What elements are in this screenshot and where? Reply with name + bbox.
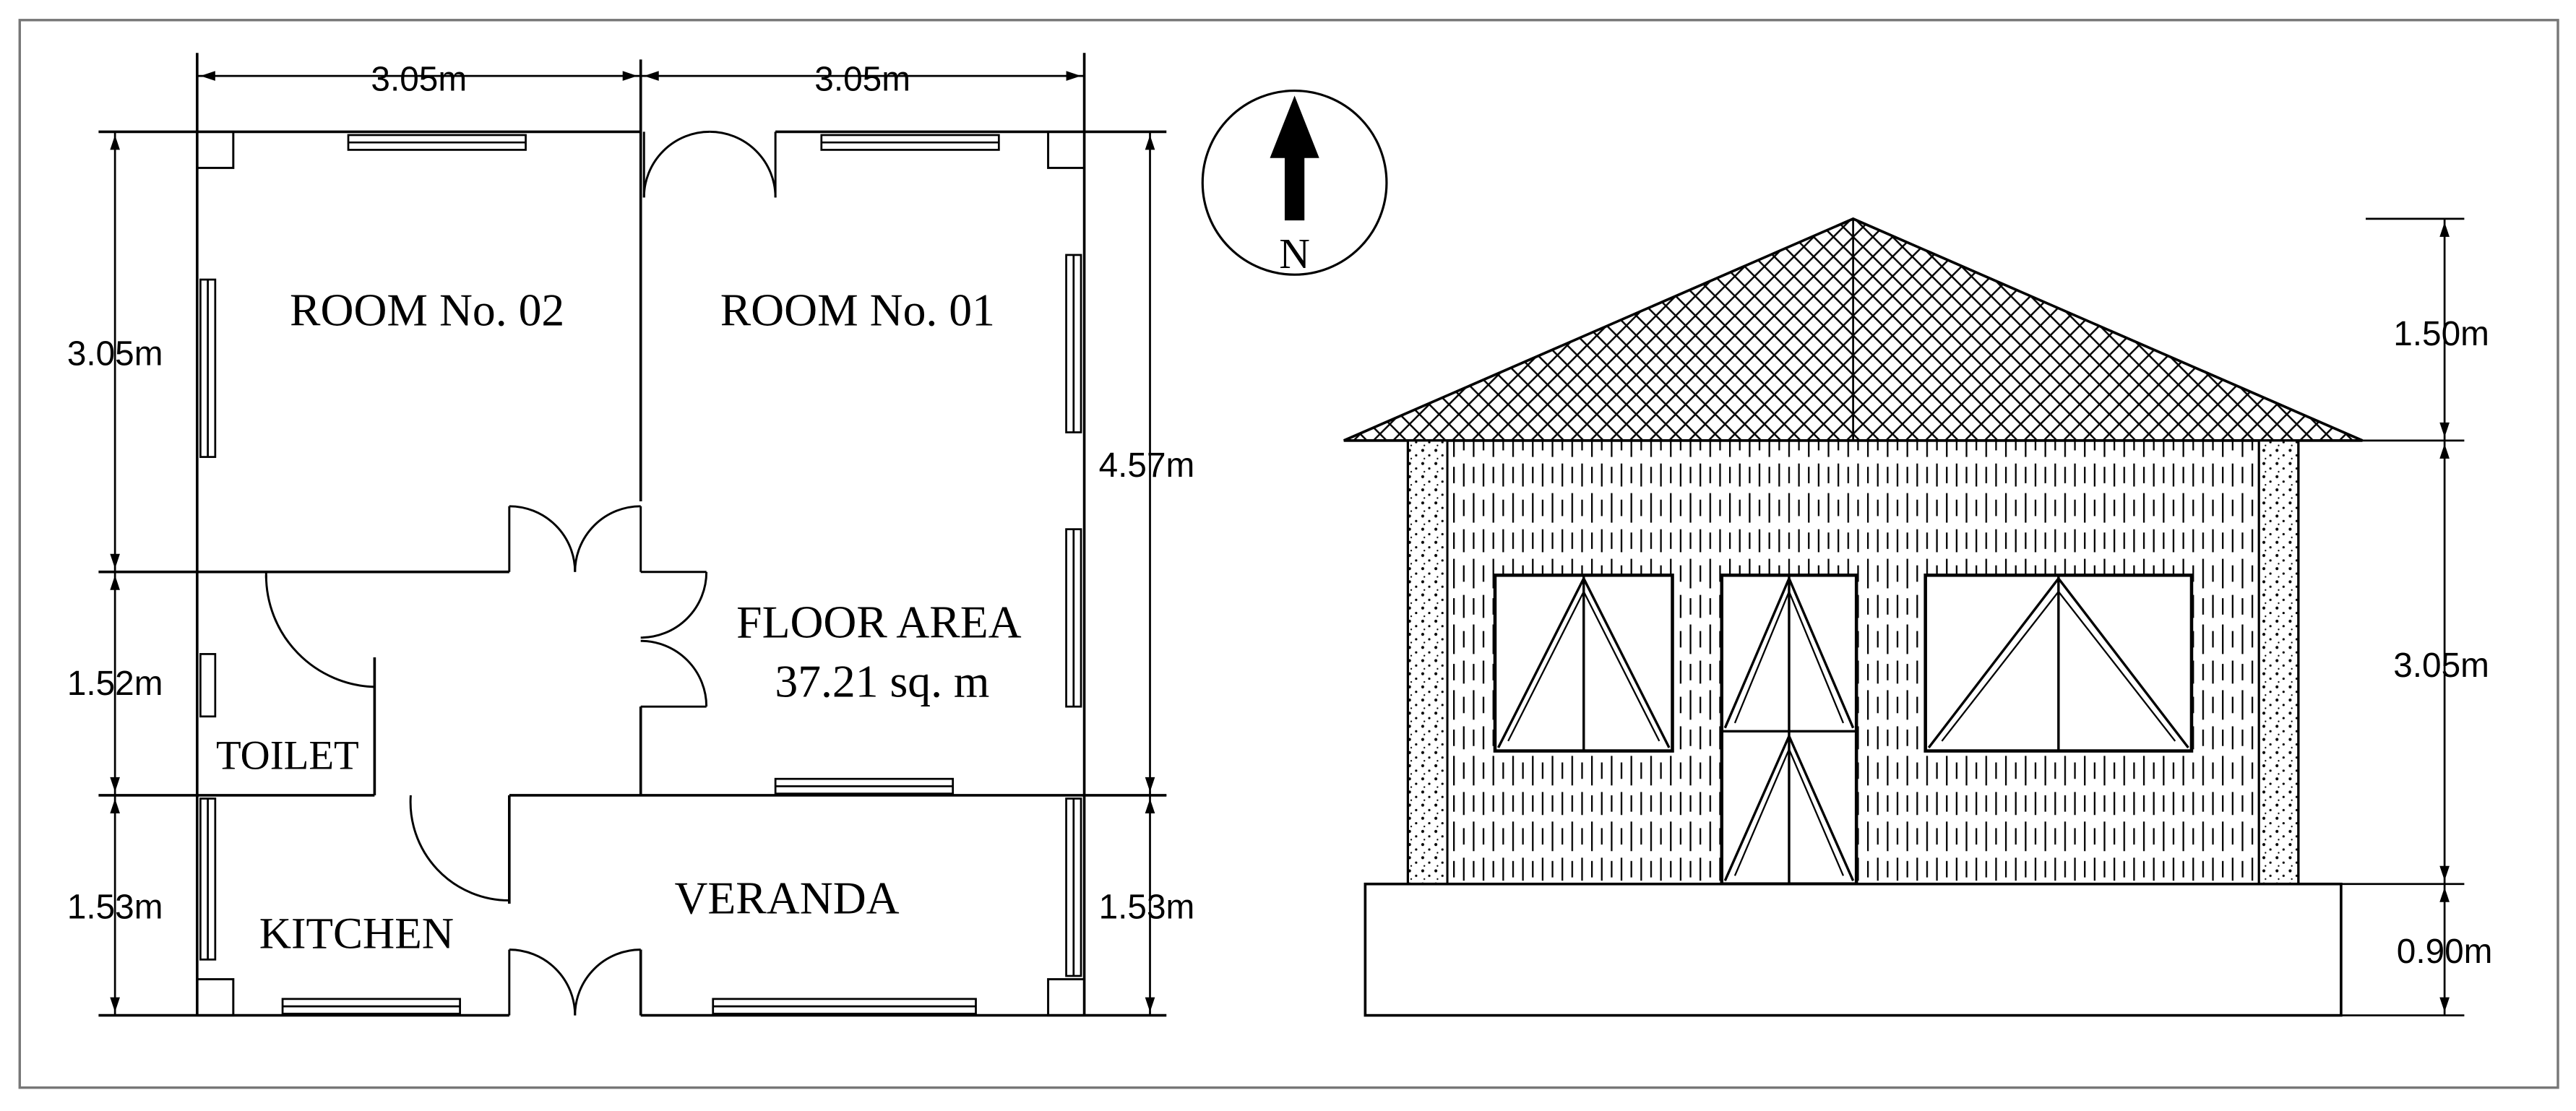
elevation-window-right [1924,574,2194,753]
room-label-room2: ROOM No. 02 [290,285,564,336]
plinth [1364,882,2343,1017]
dim-top-left: 3.05m [371,61,467,99]
dim-plinth-height: 0.90m [2397,933,2493,971]
dim-left-room2: 3.05m [67,334,163,373]
outer-frame [18,19,2559,1089]
floor-area-label: FLOOR AREA [736,597,1021,648]
room-label-room1: ROOM No. 01 [720,285,995,336]
plan-dimension-arrows [110,71,1155,1013]
room-label-veranda: VERANDA [674,873,899,924]
dim-top-right: 3.05m [814,61,910,99]
elevation-window-left [1493,574,1674,753]
dim-left-kitchen: 1.53m [67,888,163,926]
elevation-door [1720,574,1858,886]
dim-wall-height: 3.05m [2393,647,2489,685]
room-label-kitchen: KITCHEN [259,909,454,958]
elevation-dimension-lines [2340,217,2465,1016]
dim-right-room1: 4.57m [1099,446,1195,485]
front-elevation: 1.50m 3.05m 0.90m [1343,217,2493,1017]
floor-area-value: 37.21 sq. m [775,656,989,707]
floor-plan: 3.05m 3.05m 3.05m 1.52m 1.53m 4.57m 1.53… [67,53,1195,1017]
dim-roof-height: 1.50m [2393,315,2489,353]
dim-left-toilet: 1.52m [67,665,163,703]
plan-windows [199,134,1082,1015]
compass-label: N [1279,230,1310,277]
dim-right-veranda: 1.53m [1099,888,1195,926]
elevation-dimension-arrows [2439,222,2450,1013]
north-compass: N [1201,89,1388,277]
plan-doors [264,130,777,1016]
room-label-toilet: TOILET [216,733,359,779]
north-arrow-icon [1270,95,1319,221]
plan-dimension-lines [101,74,1167,1016]
